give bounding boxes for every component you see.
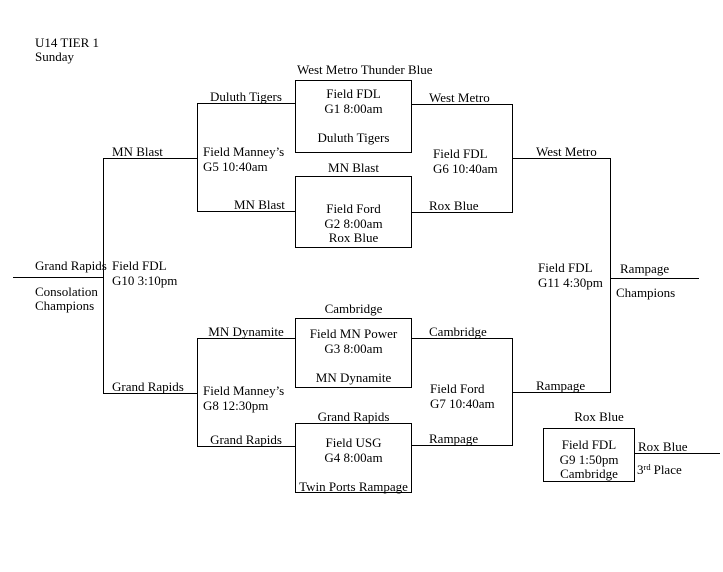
g10-venue: Field FDL [112,258,167,273]
line-g2-loser [197,211,295,212]
g6-time: G6 10:40am [433,161,498,176]
g2-time: G2 8:00am [324,215,383,231]
game-box-g1: Field FDL G1 8:00am Duluth Tigers [295,80,412,153]
consolation-line2: Champions [35,298,95,313]
third-place-text: Place [653,462,682,477]
g6-info: Field FDL G6 10:40am [433,146,498,176]
bracket-g10 [103,158,104,394]
g7-venue: Field Ford [430,381,485,396]
g1-venue: Field FDL [326,86,381,101]
g9-team-top-label: Rox Blue [574,409,624,424]
champions-label: Champions [616,285,676,300]
line-g4-loser [197,446,295,447]
g10-time: G10 3:10pm [112,273,178,288]
game-box-g9: Field FDL G9 1:50pm Cambridge [543,428,635,482]
g1-loser-label: Duluth Tigers [210,89,282,104]
g4-team-bottom: Twin Ports Rampage [299,478,408,494]
bracket-g11 [610,158,611,393]
bracket-g7 [512,338,513,446]
g5-venue: Field Manney’s [203,144,285,159]
g11-venue: Field FDL [538,260,593,275]
g3-venue: Field MN Power [309,326,398,341]
g8-winner-label: Grand Rapids [112,379,184,394]
g7-time: G7 10:40am [430,396,495,411]
g2-team-top-label: MN Blast [328,160,379,175]
g11-time: G11 4:30pm [538,275,603,290]
g7-winner-label: Rampage [536,378,586,393]
bracket-g6 [512,104,513,213]
g7-info: Field Ford G7 10:40am [430,381,495,411]
line-g6-winner [512,158,610,159]
line-g8-winner [103,393,197,394]
game-box-g3: Field MN Power G3 8:00am MN Dynamite [295,318,412,388]
g8-info: Field Manney’s G8 12:30pm [203,383,284,413]
g8-venue: Field Manney’s [203,383,285,398]
g1-team-bottom: Duluth Tigers [317,129,390,145]
g6-venue: Field FDL [433,146,488,161]
line-g3-winner [412,338,512,339]
game-box-g4: Field USG G4 8:00am Twin Ports Rampage [295,423,412,493]
game-box-g2: Field Ford G2 8:00am Rox Blue [295,176,412,248]
g9-winner-label: Rox Blue [638,439,688,454]
g1-winner-label: West Metro [429,90,490,105]
g3-winner-label: Cambridge [429,324,487,339]
g4-time: G4 8:00am [324,449,383,465]
g3-spacer [296,356,411,371]
g3-team-top-label: Cambridge [324,301,383,316]
g9-venue: Field FDL [561,437,617,452]
g1-spacer [296,116,411,131]
g3-team-bottom: MN Dynamite [315,369,392,385]
g5-winner-label: MN Blast [112,144,163,159]
g9-time: G9 1:50pm [559,451,619,467]
line-g3-loser [197,338,295,339]
g4-spacer [296,465,411,480]
title-day: Sunday [35,49,74,64]
g9-team-bottom: Cambridge [560,466,618,481]
g2-winner-label: Rox Blue [429,198,479,213]
consolation-line1: Consolation [35,284,98,299]
g11-winner-label: Rampage [620,261,670,276]
g1-team-top-label: West Metro Thunder Blue [297,62,433,77]
bracket-g5 [197,103,198,212]
bracket-g8 [197,338,198,447]
g3-time: G3 8:00am [324,340,383,356]
g11-info: Field FDL G11 4:30pm [538,260,603,290]
g5-info: Field Manney’s G5 10:40am [203,144,284,174]
consolation-champions-label: Consolation Champions [35,285,98,313]
g4-winner-label: Rampage [429,431,479,446]
g4-team-top-label: Grand Rapids [317,409,390,424]
g2-venue: Field Ford [326,201,381,216]
title-tier: U14 TIER 1 [35,35,100,50]
line-g7-winner [512,392,610,393]
line-g2-winner [412,212,512,213]
line-g1-winner [412,104,512,105]
line-consolation-champion [13,277,103,278]
g4-loser-label: Grand Rapids [210,432,282,447]
g10-info: Field FDL G10 3:10pm [112,258,177,288]
g2-team-bottom: Rox Blue [328,230,379,245]
line-g5-winner [103,158,197,159]
g5-time: G5 10:40am [203,159,268,174]
g3-loser-label: MN Dynamite [208,324,284,339]
line-g4-winner [412,445,512,446]
g2-loser-label: MN Blast [234,197,285,212]
third-place-ordinal: rd [643,462,651,472]
line-g1-loser [197,103,295,104]
g6-winner-label: West Metro [536,144,597,159]
line-champion [610,278,699,279]
third-place-number: 3 [637,462,644,477]
line-third-place [635,453,720,454]
g10-winner-label: Grand Rapids [35,258,107,273]
g4-venue: Field USG [325,435,382,450]
g8-time: G8 12:30pm [203,398,269,413]
g1-time: G1 8:00am [324,100,383,116]
page-title: U14 TIER 1 Sunday [35,36,99,64]
